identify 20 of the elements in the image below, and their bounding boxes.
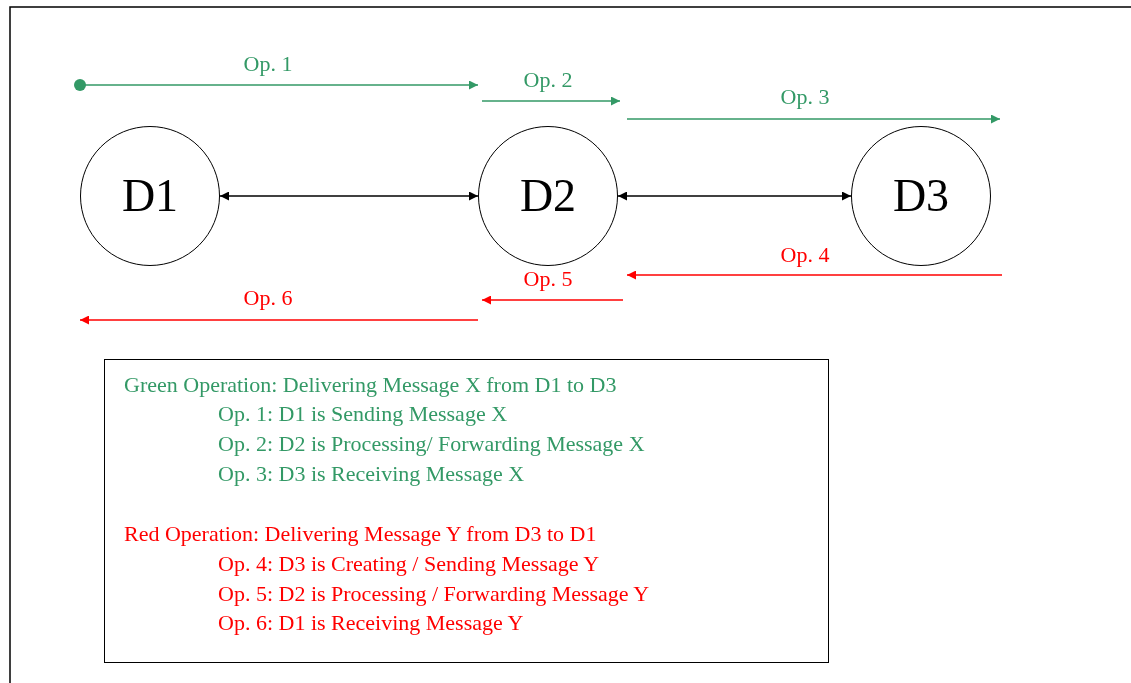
description-line: Op. 5: D2 is Processing / Forwarding Message Y xyxy=(218,583,650,605)
node-label: D2 xyxy=(519,173,577,219)
operation-label: Op. 6 xyxy=(243,287,293,309)
operation-label: Op. 5 xyxy=(523,268,573,290)
operation-label: Op. 1 xyxy=(243,53,293,75)
operation-label: Op. 2 xyxy=(523,69,573,91)
node-label: D1 xyxy=(121,173,179,219)
operation-label: Op. 3 xyxy=(780,86,830,108)
description-heading: Red Operation: Delivering Message Y from D3 to D1 xyxy=(124,523,597,545)
description-line: Op. 2: D2 is Processing/ Forwarding Message X xyxy=(218,433,645,455)
operation-label: Op. 4 xyxy=(780,244,830,266)
description-line: Op. 1: D1 is Sending Message X xyxy=(218,403,508,425)
node-label: D3 xyxy=(892,173,950,219)
description-line: Op. 4: D3 is Creating / Sending Message Y xyxy=(218,553,600,575)
description-line: Op. 3: D3 is Receiving Message X xyxy=(218,463,525,485)
connector-arrow xyxy=(617,191,852,201)
description-box xyxy=(104,359,829,663)
connector-arrow xyxy=(219,191,479,201)
description-line: Op. 6: D1 is Receiving Message Y xyxy=(218,612,524,634)
description-heading: Green Operation: Delivering Message X from D1 to D3 xyxy=(124,374,617,396)
